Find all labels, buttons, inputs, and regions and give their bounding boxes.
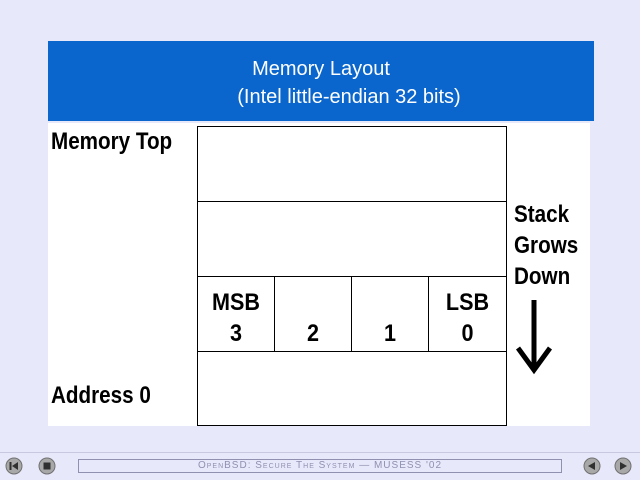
byte-cell-2: 2 — [275, 277, 352, 351]
byte-name: LSB — [445, 289, 490, 316]
slide-subtitle: (Intel little-endian 32 bits) — [237, 86, 461, 108]
slide-footer: OpenBSD: Secure The System — MUSESS '02 — [0, 452, 640, 480]
footer-title-bar: OpenBSD: Secure The System — MUSESS '02 — [78, 459, 562, 473]
byte-number: 1 — [383, 320, 397, 347]
slide-title: Memory Layout — [252, 58, 390, 80]
address-zero-label: Address 0 — [51, 382, 151, 409]
memory-row — [198, 127, 506, 202]
memory-top-label: Memory Top — [51, 128, 173, 155]
memory-row — [198, 352, 506, 425]
title-banner: Memory Layout (Intel little-endian 32 bi… — [48, 41, 594, 121]
first-slide-icon[interactable] — [5, 457, 23, 475]
byte-cell-3: MSB 3 — [198, 277, 275, 351]
next-slide-icon[interactable] — [614, 457, 632, 475]
memory-word-row: MSB 3 2 1 LSB 0 — [198, 277, 506, 352]
down-arrow-icon — [515, 300, 553, 375]
byte-number: 3 — [229, 320, 243, 347]
stack-label-line: Down — [514, 263, 571, 290]
stack-label-line: Stack — [514, 201, 570, 228]
byte-number: 0 — [461, 320, 474, 347]
byte-cell-0: LSB 0 — [429, 277, 506, 351]
stack-label-line: Grows — [514, 232, 579, 259]
stop-icon[interactable] — [38, 457, 56, 475]
memory-layout-table: MSB 3 2 1 LSB 0 — [197, 126, 507, 426]
footer-divider — [0, 452, 640, 453]
previous-slide-icon[interactable] — [583, 457, 601, 475]
byte-cell-1: 1 — [352, 277, 429, 351]
slide-content: Memory Top Address 0 MSB 3 2 1 LSB — [48, 123, 590, 426]
byte-name: MSB — [211, 289, 261, 316]
byte-number: 2 — [306, 320, 320, 347]
memory-row — [198, 202, 506, 277]
